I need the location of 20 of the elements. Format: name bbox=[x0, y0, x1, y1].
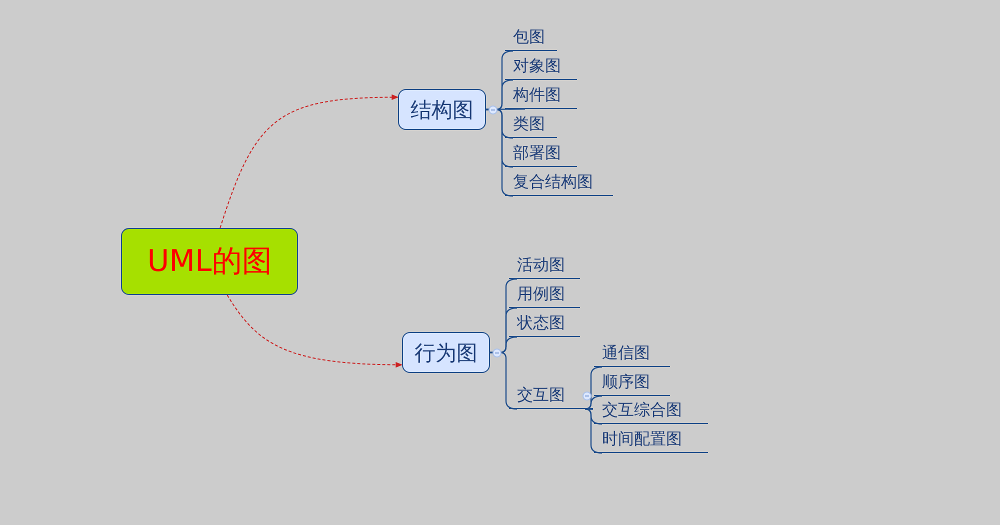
subtopic-label: 状态图 bbox=[509, 312, 580, 337]
arrow bbox=[220, 94, 399, 228]
subtopic-label: 时间配置图 bbox=[594, 428, 708, 453]
subtopic-label: 包图 bbox=[505, 26, 557, 51]
arrow bbox=[226, 294, 403, 368]
central-topic-box: UML的图 bbox=[121, 228, 298, 295]
subtopic-label: 构件图 bbox=[505, 84, 577, 109]
branch-topic-box: 行为图 bbox=[402, 332, 490, 373]
branch-topic-box: 结构图 bbox=[398, 89, 486, 130]
subtopic-label: 部署图 bbox=[505, 142, 577, 167]
subtopic-label: 通信图 bbox=[594, 342, 670, 367]
subtopic-label: 对象图 bbox=[505, 55, 577, 80]
branch-line bbox=[584, 408, 602, 454]
subtopic-label: 交互综合图 bbox=[594, 399, 708, 424]
subtopic-label: 类图 bbox=[505, 113, 557, 138]
subtopic-label: 用例图 bbox=[509, 283, 580, 308]
subtopic-label: 活动图 bbox=[509, 254, 580, 279]
subtopic-label: 复合结构图 bbox=[505, 171, 613, 196]
subtopic-label: 顺序图 bbox=[594, 371, 670, 396]
subtopic-label: 交互图 bbox=[509, 382, 593, 409]
